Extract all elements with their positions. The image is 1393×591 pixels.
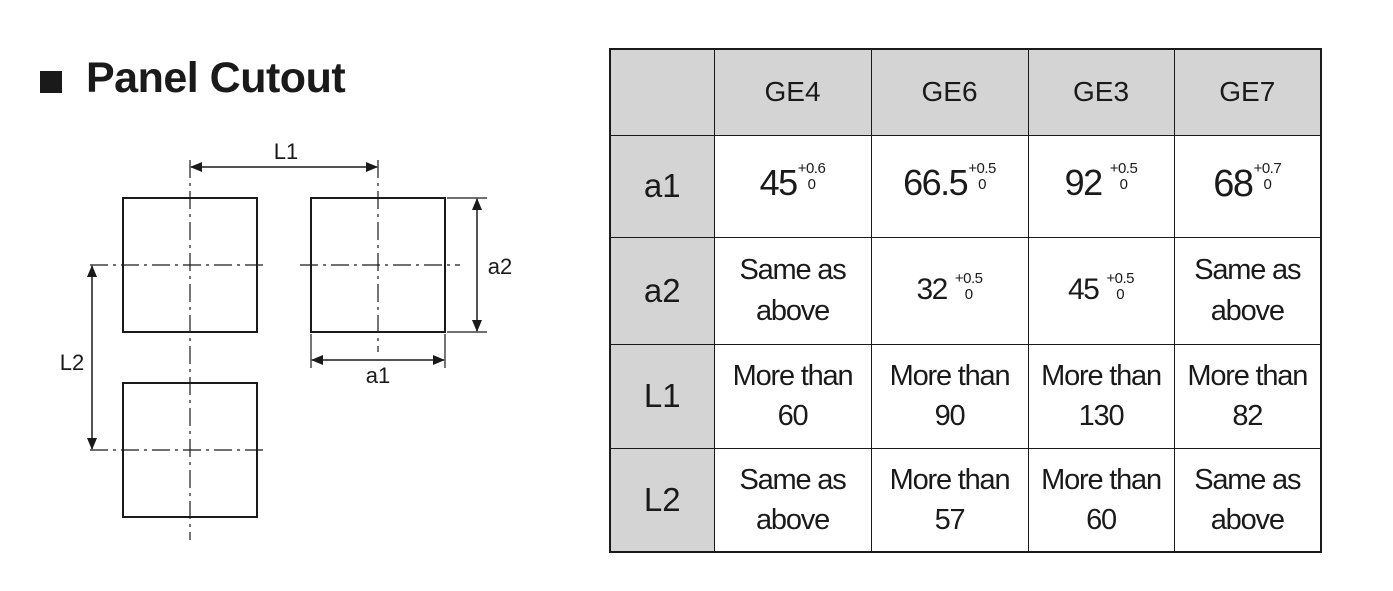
tolerance-value: 66.5 xyxy=(903,162,969,204)
tolerance-upper: +0.5 xyxy=(1109,160,1138,178)
cell-line: above xyxy=(755,294,830,327)
cell-line: above xyxy=(1210,294,1285,327)
cell-line: More than xyxy=(732,359,854,392)
text-cell: More than 60 xyxy=(1027,447,1175,553)
cell-line: More than xyxy=(1187,359,1308,392)
header-cell: GE6 xyxy=(870,48,1029,136)
cell-line: above xyxy=(755,503,830,536)
cell-line: above xyxy=(1210,503,1285,536)
header-corner-cell xyxy=(609,48,715,136)
tolerance-upper: +0.5 xyxy=(968,160,996,178)
table-row-l2: L2 Same as above More than 57 More than … xyxy=(609,447,1322,553)
table-row-l1: L1 More than 60 More than 90 More than 1… xyxy=(609,343,1322,449)
panel-cutout-diagram: L1 a2 a1 L2 xyxy=(60,139,512,540)
cell-line: Same as xyxy=(739,254,846,287)
tolerance-lower: 0 xyxy=(1119,176,1128,194)
tolerance-lower: 0 xyxy=(807,176,816,194)
tolerance-value: 45 xyxy=(759,162,799,204)
text-cell: More than 90 xyxy=(870,343,1029,449)
text-cell: More than 60 xyxy=(713,343,872,449)
tolerance-lower: 0 xyxy=(978,176,986,194)
tolerance-lower: 0 xyxy=(1116,286,1125,304)
text-cell: Same as above xyxy=(713,447,872,553)
cell-line: Same as xyxy=(1194,463,1301,496)
row-header-cell: L1 xyxy=(609,343,715,449)
row-header-cell: L2 xyxy=(609,447,715,553)
header-cell: GE3 xyxy=(1027,48,1175,136)
row-header-cell: a1 xyxy=(609,134,715,238)
tolerance-value: 92 xyxy=(1064,162,1104,204)
section-heading: Panel Cutout xyxy=(40,50,346,106)
cell-line: Same as xyxy=(739,463,846,496)
cell-line: 60 xyxy=(777,400,809,432)
page-title: Panel Cutout xyxy=(86,53,346,102)
tolerance-upper: +0.7 xyxy=(1253,159,1282,177)
cell-line: More than xyxy=(889,463,1011,496)
dimension-label-l1: L1 xyxy=(274,139,298,164)
row-header-cell: a2 xyxy=(609,236,715,345)
text-cell: Same as above xyxy=(1173,447,1322,553)
cell-line: More than xyxy=(889,359,1011,392)
text-cell: Same as above xyxy=(713,236,872,345)
cell-line: 60 xyxy=(1086,503,1117,536)
dimension-label-a1: a1 xyxy=(366,363,390,388)
tolerance-lower: 0 xyxy=(964,286,973,304)
cell-line: 130 xyxy=(1078,400,1125,432)
cell-line: 57 xyxy=(934,503,966,536)
text-cell: More than 130 xyxy=(1027,343,1175,449)
text-cell: More than 82 xyxy=(1173,343,1322,449)
dimension-label-a2: a2 xyxy=(488,254,512,279)
tolerance-upper: +0.5 xyxy=(1106,270,1134,288)
text-cell: Same as above xyxy=(1173,236,1322,345)
cell-line: More than xyxy=(1041,463,1162,496)
center-lines xyxy=(90,160,460,540)
header-cell: GE7 xyxy=(1173,48,1322,136)
text-cell: More than 57 xyxy=(870,447,1029,553)
dimension-label-l2: L2 xyxy=(60,350,84,375)
bullet-square-icon xyxy=(40,71,62,93)
extension-lines xyxy=(310,197,487,368)
cell-line: Same as xyxy=(1194,254,1301,287)
cell-line: 90 xyxy=(934,400,966,432)
tolerance-value: 68 xyxy=(1213,162,1254,205)
tolerance-value: 32 xyxy=(916,273,949,307)
tolerance-value: 45 xyxy=(1068,273,1100,307)
cell-line: More than xyxy=(1041,359,1162,392)
header-cell: GE4 xyxy=(713,48,872,136)
tolerance-upper: +0.6 xyxy=(797,160,826,178)
table-header-row: GE4 GE6 GE3 GE7 xyxy=(609,48,1322,136)
cell-line: 82 xyxy=(1232,400,1263,432)
tolerance-upper: +0.5 xyxy=(954,270,983,288)
tolerance-lower: 0 xyxy=(1263,175,1272,193)
